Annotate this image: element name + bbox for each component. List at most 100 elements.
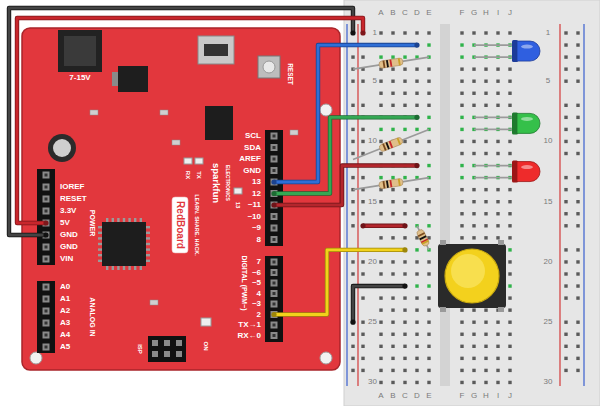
- breadboard-hole: [403, 31, 406, 34]
- breadboard-hole: [576, 333, 579, 336]
- led-body: [517, 41, 540, 61]
- breadboard-hole: [427, 92, 430, 95]
- breadboard-hole: [484, 333, 487, 336]
- breadboard-hole: [361, 80, 364, 83]
- breadboard-hole: [496, 152, 499, 155]
- breadboard-hole: [361, 272, 364, 275]
- jumper-wire: [271, 42, 419, 184]
- usb-connector: [204, 44, 228, 56]
- breadboard-hole: [460, 321, 463, 324]
- breadboard-hole: [415, 296, 418, 299]
- breadboard-hole: [576, 176, 579, 179]
- board-label: RX←0: [237, 332, 261, 340]
- header-pin: [45, 246, 48, 249]
- breadboard-hole: [351, 176, 354, 179]
- breadboard-hole: [496, 31, 499, 34]
- header-pin: [45, 346, 48, 349]
- breadboard-hole: [427, 164, 430, 167]
- breadboard-hole: [496, 333, 499, 336]
- breadboard-hole: [496, 357, 499, 360]
- wire: [274, 45, 417, 182]
- breadboard-hole: [427, 321, 430, 324]
- breadboard-hole: [484, 224, 487, 227]
- breadboard-hole: [508, 369, 511, 372]
- breadboard-hole: [415, 345, 418, 348]
- header-pin: [273, 303, 276, 306]
- breadboard-hole: [391, 357, 394, 360]
- breadboard-hole: [427, 381, 430, 384]
- breadboard-hole: [472, 308, 475, 311]
- breadboard-hole: [427, 296, 430, 299]
- resistor: [353, 178, 429, 190]
- breadboard-hole: [484, 92, 487, 95]
- breadboard-hole: [484, 67, 487, 70]
- breadboard-hole: [484, 381, 487, 384]
- header-pin: [271, 311, 278, 318]
- board-label: ~6: [252, 269, 261, 277]
- wire-end: [414, 115, 419, 120]
- header-pin: [45, 334, 48, 337]
- breadboard-hole: [379, 152, 382, 155]
- breadboard-hole: [391, 80, 394, 83]
- header-pin: [271, 156, 278, 163]
- breadboard-hole: [403, 248, 406, 251]
- button-leg: [440, 240, 446, 245]
- resistor-band: [398, 179, 401, 186]
- center-channel: [440, 24, 450, 386]
- wire-outline: [274, 250, 405, 315]
- breadboard-hole: [576, 200, 579, 203]
- breadboard-label: J: [508, 9, 512, 17]
- breadboard-hole: [576, 296, 579, 299]
- breadboard-hole: [379, 140, 382, 143]
- resistor-body: [379, 137, 404, 153]
- breadboard-hole: [379, 31, 382, 34]
- reset-button: [258, 56, 280, 78]
- breadboard-hole: [361, 200, 364, 203]
- resistor-band: [386, 60, 389, 67]
- resistor-body: [379, 178, 404, 189]
- breadboard-hole: [391, 188, 394, 191]
- breadboard-label: 30: [368, 378, 377, 386]
- header-pin: [271, 290, 278, 297]
- breadboard-hole: [472, 80, 475, 83]
- header-pin: [43, 244, 50, 251]
- push-button: [438, 244, 506, 308]
- isp-header: [148, 336, 186, 362]
- breadboard-hole: [391, 104, 394, 107]
- microcontroller: [102, 222, 146, 266]
- breadboard-label: 10: [368, 137, 377, 145]
- breadboard-hole: [351, 140, 354, 143]
- breadboard-hole: [564, 284, 567, 287]
- board-label: A4: [60, 331, 70, 339]
- breadboard-hole: [391, 212, 394, 215]
- breadboard-label: F: [460, 392, 465, 400]
- wire-outline: [274, 166, 417, 205]
- breadboard-label: 30: [544, 378, 553, 386]
- breadboard-hole: [508, 308, 511, 311]
- breadboard-hole: [472, 67, 475, 70]
- breadboard-label: 10: [544, 137, 553, 145]
- breadboard-hole: [460, 236, 463, 239]
- header-pin: [164, 340, 170, 346]
- header-pin: [273, 169, 276, 172]
- breadboard-hole: [391, 236, 394, 239]
- breadboard-hole: [379, 128, 382, 131]
- breadboard-hole: [403, 128, 406, 131]
- breadboard-label: A: [378, 392, 383, 400]
- header-pin: [43, 208, 50, 215]
- smd-part: [290, 130, 298, 135]
- header-pin: [271, 332, 278, 339]
- breadboard-hole: [415, 188, 418, 191]
- breadboard-hole: [508, 92, 511, 95]
- breadboard-hole: [576, 116, 579, 119]
- header-pin: [273, 271, 276, 274]
- board-label: GND: [60, 231, 78, 239]
- breadboard-hole: [508, 200, 511, 203]
- board-label: IOREF: [60, 183, 84, 191]
- led-highlight: [521, 45, 533, 49]
- button-cap: [451, 254, 485, 288]
- breadboard-hole: [564, 80, 567, 83]
- usb-chip: [205, 106, 233, 140]
- breadboard-hole: [427, 43, 430, 46]
